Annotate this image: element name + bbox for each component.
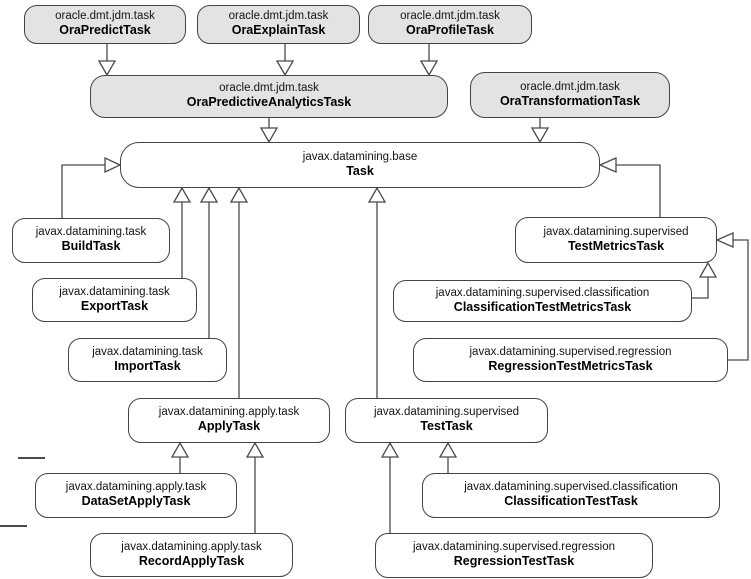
edge-datasetapplytask-applytask (170, 441, 190, 473)
edge-orapredicttask-orapredictiveanalyticstask (97, 44, 117, 77)
package-name: javax.datamining.task (92, 345, 203, 358)
generalization-arrow-icon (367, 186, 387, 203)
class-name: RecordApplyTask (138, 553, 245, 568)
class-name: ClassificationTestMetricsTask (453, 299, 632, 314)
class-node-oraexplaintask: oracle.dmt.jdm.task OraExplainTask (197, 5, 360, 44)
class-node-oraprofiletask: oracle.dmt.jdm.task OraProfileTask (368, 5, 532, 44)
generalization-arrow-icon (97, 60, 117, 77)
class-name: RegressionTestMetricsTask (488, 358, 653, 373)
generalization-arrow-icon (172, 186, 192, 203)
generalization-arrow-icon (698, 261, 718, 278)
class-node-regressiontestmetricstask: javax.datamining.supervised.regression R… (413, 338, 728, 382)
package-name: javax.datamining.base (302, 150, 418, 163)
class-name: OraPredictiveAnalyticsTask (186, 95, 352, 110)
class-node-regressiontesttask: javax.datamining.supervised.regression R… (375, 533, 653, 578)
edge-classificationtesttask-testtask (438, 441, 458, 473)
class-name: OraTransformationTask (499, 93, 641, 108)
class-node-testtask: javax.datamining.supervised TestTask (345, 398, 548, 443)
class-name: TestMetricsTask (567, 238, 665, 253)
class-name: TestTask (420, 419, 473, 434)
class-node-classificationtestmetricstask: javax.datamining.supervised.classificati… (393, 280, 692, 322)
class-name: RegressionTestTask (453, 554, 575, 569)
edge-regressiontestmetricstask-testmetricstask (715, 232, 749, 361)
class-name: ClassificationTestTask (504, 494, 638, 509)
class-node-orapredicttask: oracle.dmt.jdm.task OraPredictTask (24, 5, 186, 44)
class-node-task: javax.datamining.base Task (120, 142, 600, 188)
class-node-buildtask: javax.datamining.task BuildTask (12, 218, 170, 263)
class-name: BuildTask (61, 239, 121, 254)
edge-oraexplaintask-orapredictiveanalyticstask (275, 44, 295, 77)
edge-oratransformationtask-task (530, 118, 550, 144)
package-name: javax.datamining.task (59, 285, 170, 298)
package-name: oracle.dmt.jdm.task (228, 10, 329, 22)
package-name: javax.datamining.apply.task (158, 406, 300, 418)
generalization-arrow-icon (598, 157, 617, 173)
class-node-oratransformationtask: oracle.dmt.jdm.task OraTransformationTas… (470, 72, 670, 118)
class-node-applytask: javax.datamining.apply.task ApplyTask (128, 398, 330, 443)
edge-testtask-task (367, 186, 387, 398)
package-name: javax.datamining.supervised (543, 225, 689, 238)
package-name: javax.datamining.task (35, 226, 147, 238)
edge-importtask-task (199, 186, 219, 338)
generalization-arrow-icon (530, 127, 550, 144)
class-node-exporttask: javax.datamining.task ExportTask (32, 278, 197, 322)
class-name: OraExplainTask (231, 23, 326, 38)
package-name: javax.datamining.apply.task (121, 540, 262, 553)
generalization-arrow-icon (229, 186, 249, 203)
package-name: javax.datamining.supervised.classificati… (464, 481, 678, 493)
class-node-importtask: javax.datamining.task ImportTask (68, 338, 227, 382)
generalization-arrow-icon (380, 441, 400, 458)
class-node-classificationtesttask: javax.datamining.supervised.classificati… (422, 473, 720, 518)
class-node-orapredictiveanalyticstask: oracle.dmt.jdm.task OraPredictiveAnalyti… (90, 75, 448, 118)
edge-regressiontesttask-testtask (380, 441, 400, 533)
generalization-arrow-icon (438, 441, 458, 458)
edge-recordapplytask-applytask (245, 441, 265, 533)
package-name: javax.datamining.supervised.regression (469, 345, 672, 358)
package-name: javax.datamining.apply.task (65, 481, 207, 493)
generalization-arrow-icon (104, 156, 122, 174)
edge-orapredictiveanalyticstask-task (259, 118, 279, 144)
edge-oraprofiletask-orapredictiveanalyticstask (419, 44, 439, 77)
generalization-arrow-icon (715, 232, 734, 248)
package-name: oracle.dmt.jdm.task (520, 80, 620, 93)
generalization-arrow-icon (170, 441, 190, 458)
package-name: javax.datamining.supervised (373, 406, 520, 418)
class-name: ExportTask (80, 298, 149, 313)
class-node-datasetapplytask: javax.datamining.apply.task DataSetApply… (35, 473, 237, 518)
edge-exporttask-task (172, 186, 192, 278)
class-name: DataSetApplyTask (81, 494, 191, 509)
package-name: oracle.dmt.jdm.task (400, 10, 500, 22)
generalization-arrow-icon (259, 127, 279, 144)
class-name: ApplyTask (197, 419, 261, 434)
generalization-arrow-icon (419, 60, 439, 77)
edge-classificationtestmetricstask-testmetricstask (692, 261, 718, 299)
class-name: Task (346, 163, 374, 178)
class-node-recordapplytask: javax.datamining.apply.task RecordApplyT… (90, 533, 293, 577)
class-node-testmetricstask: javax.datamining.supervised TestMetricsT… (515, 217, 717, 263)
package-name: oracle.dmt.jdm.task (55, 10, 155, 22)
generalization-arrow-icon (245, 441, 265, 458)
edge-testmetricstask-task (598, 157, 661, 217)
generalization-arrow-icon (199, 186, 219, 203)
package-name: javax.datamining.supervised.classificati… (435, 286, 650, 299)
package-name: javax.datamining.supervised.regression (413, 541, 615, 553)
class-name: OraPredictTask (59, 23, 151, 38)
edge-buildtask-task (61, 156, 122, 218)
edge-applytask-task (229, 186, 249, 398)
class-name: OraProfileTask (405, 23, 494, 38)
generalization-arrow-icon (275, 60, 295, 77)
package-name: oracle.dmt.jdm.task (219, 82, 319, 94)
class-name: ImportTask (114, 358, 181, 373)
